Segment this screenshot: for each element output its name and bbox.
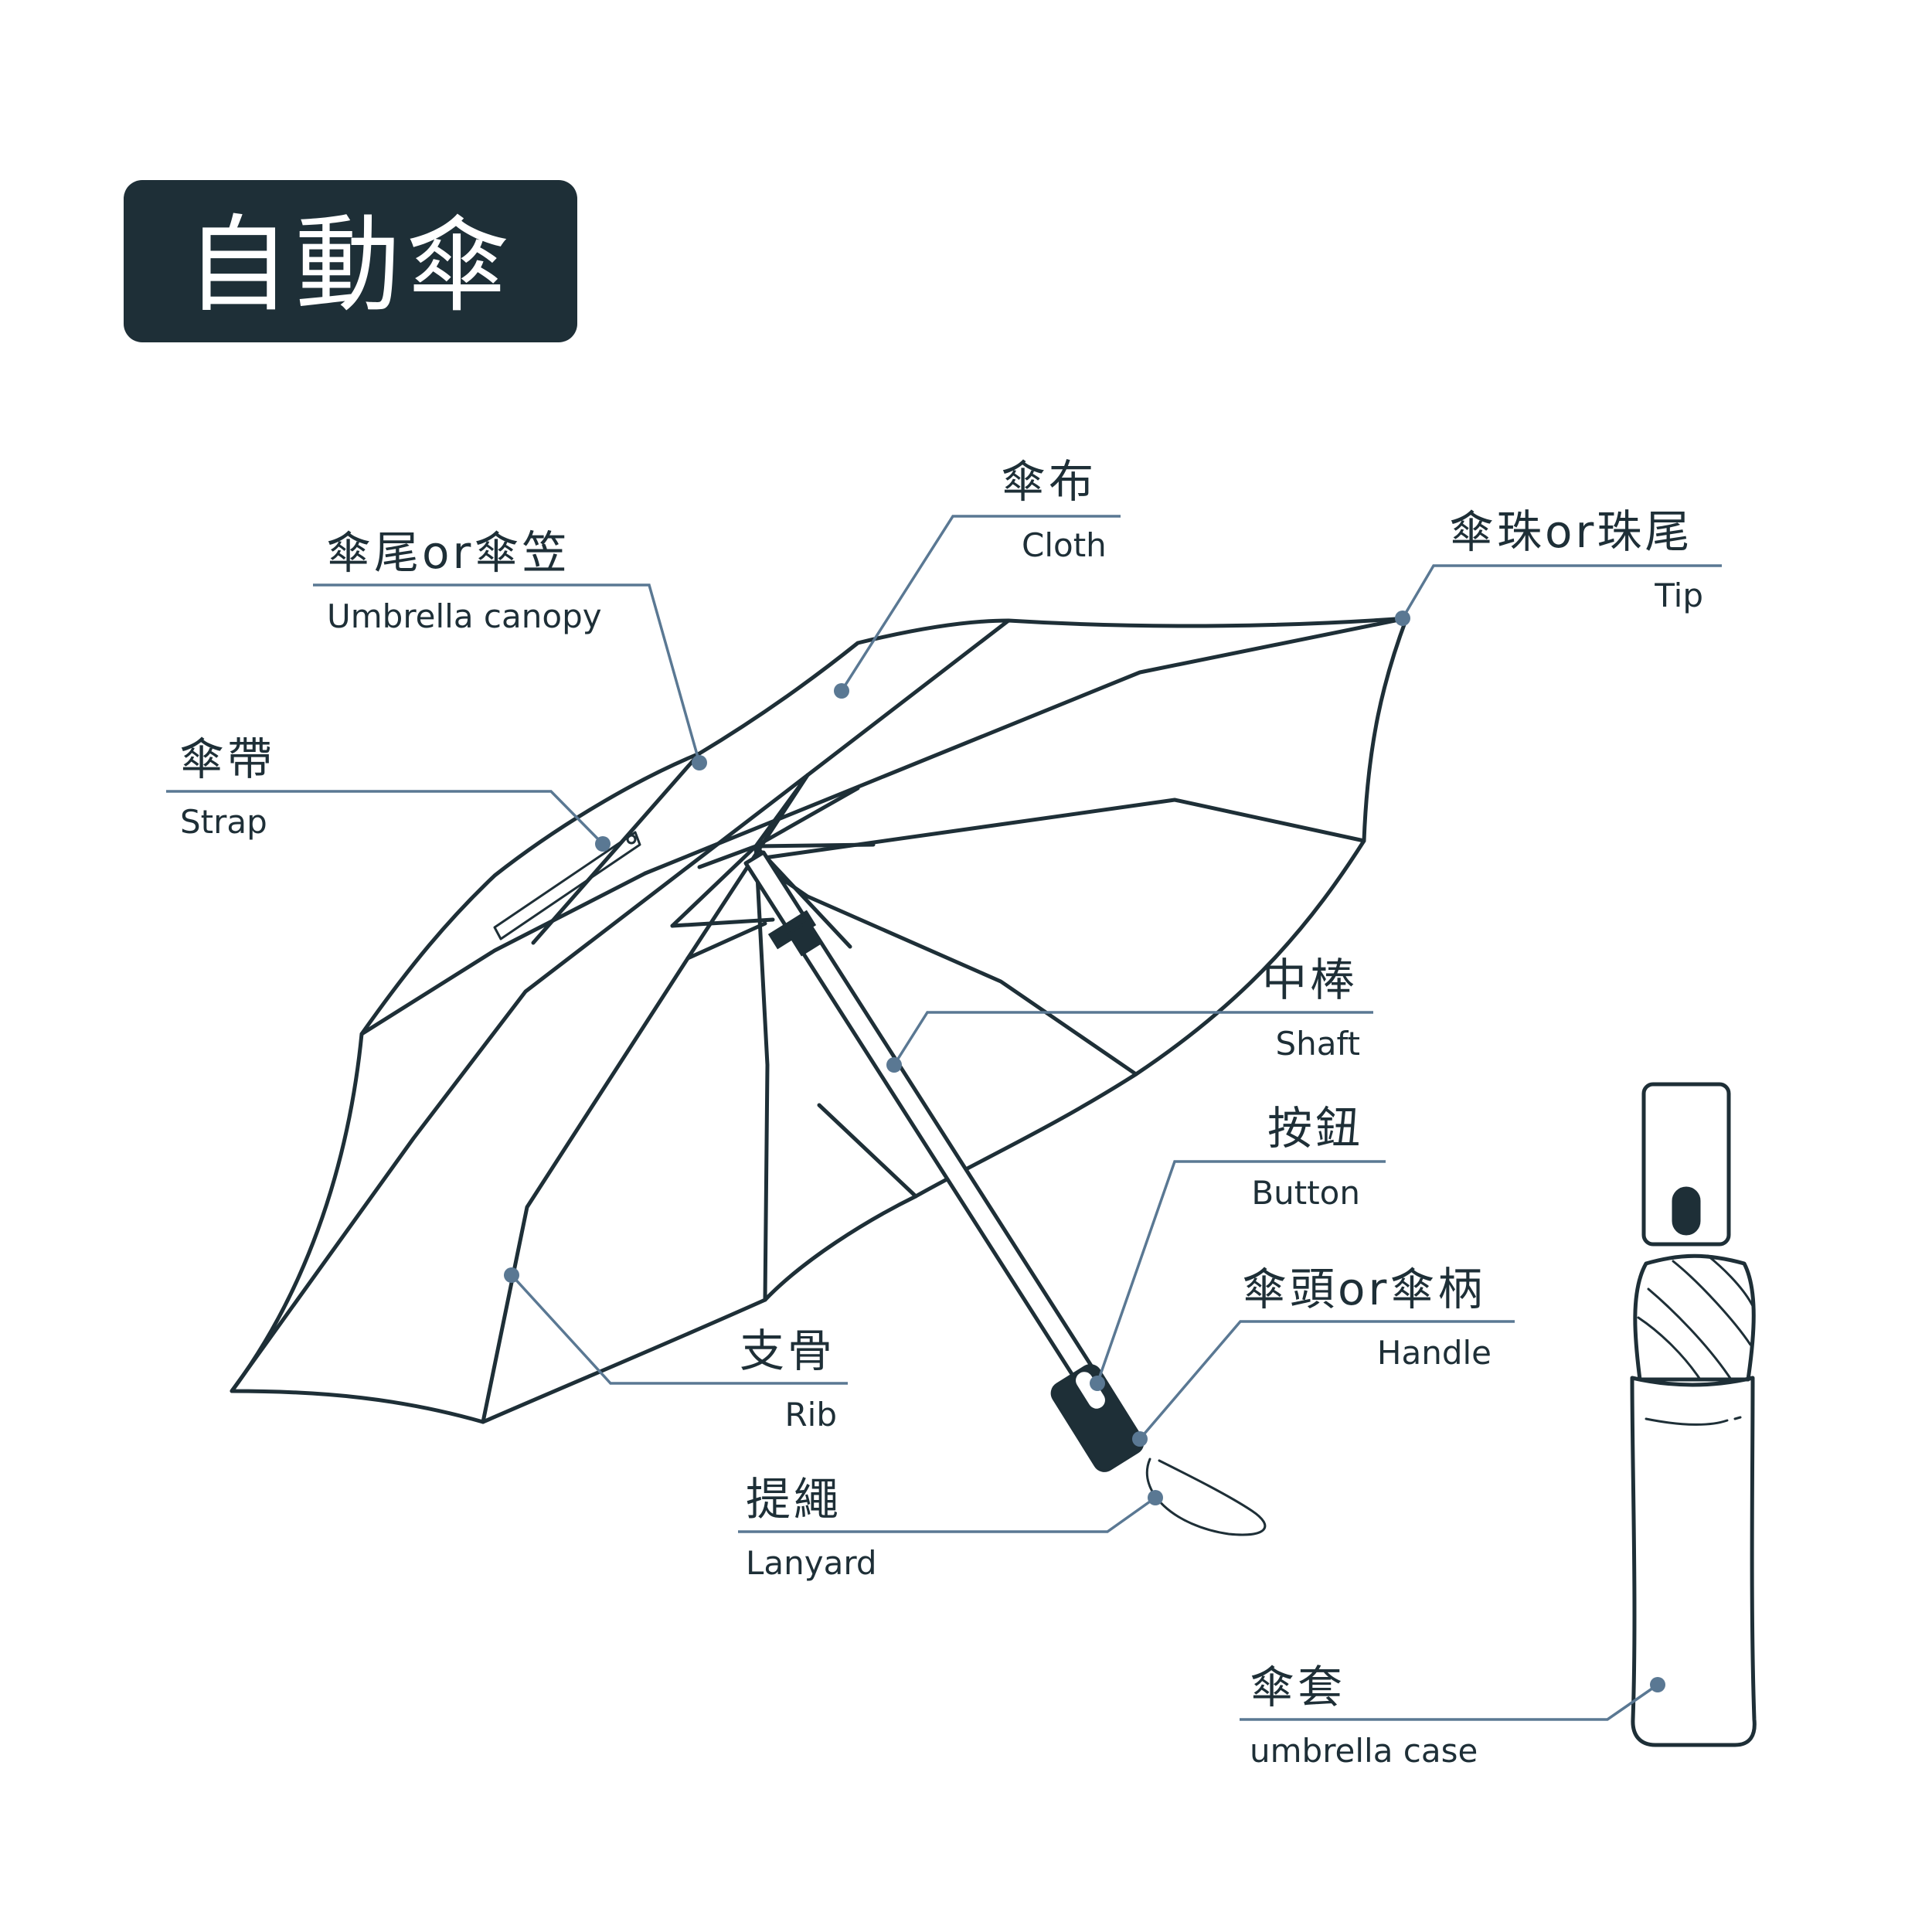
umbrella-case [1630, 1376, 1757, 1747]
label-canopy-en: Umbrella canopy [327, 597, 602, 635]
label-case-zh: 傘套 [1250, 1661, 1345, 1713]
label-button: 按鈕 Button [1251, 1102, 1363, 1212]
label-shaft-en: Shaft [1275, 1025, 1360, 1063]
label-tip-en: Tip [1654, 577, 1703, 614]
label-button-en: Button [1251, 1174, 1360, 1212]
label-tip: 傘珠or珠尾 Tip [1449, 505, 1703, 614]
label-strap: 傘帶 Strap [179, 733, 275, 841]
label-lanyard-zh: 提繩 [746, 1473, 842, 1526]
ribs [230, 616, 1409, 1424]
runner [767, 910, 821, 957]
handle [1050, 1364, 1145, 1472]
label-strap-en: Strap [180, 803, 267, 841]
label-canopy: 傘尾or傘笠 Umbrella canopy [326, 526, 602, 635]
label-case: 傘套 umbrella case [1250, 1661, 1478, 1770]
page-title: 自動傘 [185, 205, 515, 327]
label-canopy-zh: 傘尾or傘笠 [326, 526, 570, 579]
label-shaft: 中棒 Shaft [1262, 954, 1360, 1063]
label-cloth-zh: 傘布 [1001, 455, 1097, 508]
label-handle-en: Handle [1377, 1334, 1492, 1372]
label-lanyard-en: Lanyard [746, 1544, 877, 1582]
label-case-en: umbrella case [1250, 1732, 1478, 1770]
label-rib-zh: 支骨 [740, 1325, 835, 1377]
lanyard-loop [1145, 1458, 1267, 1536]
closed-umbrella [1630, 1082, 1757, 1747]
label-cloth-en: Cloth [1022, 526, 1107, 564]
title-badge: 自動傘 [124, 180, 577, 342]
label-shaft-zh: 中棒 [1262, 954, 1358, 1006]
closed-canopy-fold [1633, 1253, 1756, 1382]
label-tip-zh: 傘珠or珠尾 [1449, 505, 1692, 558]
label-rib-en: Rib [784, 1396, 837, 1434]
label-handle: 傘頭or傘柄 Handle [1242, 1263, 1492, 1372]
closed-button [1672, 1186, 1701, 1236]
closed-handle [1641, 1082, 1731, 1247]
label-cloth: 傘布 Cloth [1001, 455, 1107, 564]
label-strap-zh: 傘帶 [179, 733, 275, 785]
label-button-zh: 按鈕 [1267, 1102, 1363, 1155]
leader-lines [166, 515, 1722, 1721]
label-rib: 支骨 Rib [740, 1325, 837, 1434]
canopy-outline [230, 616, 1409, 1424]
strap [493, 831, 641, 940]
label-lanyard: 提繩 Lanyard [746, 1473, 877, 1582]
label-handle-zh: 傘頭or傘柄 [1242, 1263, 1485, 1315]
